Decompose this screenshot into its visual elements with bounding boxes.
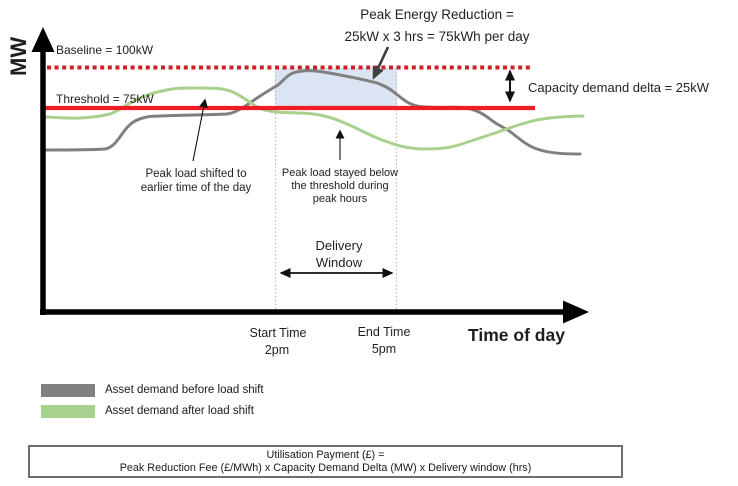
peak-energy-annotation-line1: Peak Energy Reduction = bbox=[360, 7, 514, 22]
x-axis-arrowhead-icon bbox=[563, 300, 589, 324]
formula-line2: Peak Reduction Fee (£/MWh) x Capacity De… bbox=[119, 461, 532, 474]
stay-annotation-line3: peak hours bbox=[313, 193, 368, 205]
legend-item-before: Asset demand before load shift bbox=[41, 384, 264, 397]
y-axis-arrowhead-icon bbox=[31, 27, 55, 52]
end-time-label: End Time bbox=[358, 325, 411, 339]
formula-line1: Utilisation Payment (£) = bbox=[266, 449, 385, 461]
delivery-window-line2: Window bbox=[316, 255, 363, 270]
legend-item-after: Asset demand after load shift bbox=[41, 405, 264, 418]
capacity-delta-label: Capacity demand delta = 25kW bbox=[528, 80, 710, 95]
threshold-label: Threshold = 75kW bbox=[56, 92, 154, 106]
stay-annotation-line2: the threshold during bbox=[291, 180, 388, 192]
legend-label-before: Asset demand before load shift bbox=[105, 384, 264, 396]
baseline-label: Baseline = 100kW bbox=[56, 43, 154, 57]
shift-annotation-line2: earlier time of the day bbox=[141, 182, 252, 194]
after-load-shift-swatch bbox=[41, 405, 95, 418]
peak-energy-annotation-line2: 25kW x 3 hrs = 75kWh per day bbox=[345, 29, 530, 44]
shift-annotation-line1: Peak load shifted to bbox=[145, 168, 246, 180]
legend-label-after: Asset demand after load shift bbox=[105, 405, 254, 417]
legend: Asset demand before load shift Asset dem… bbox=[41, 384, 264, 426]
peak-energy-arrow-icon bbox=[372, 46, 390, 80]
start-time-value: 2pm bbox=[265, 343, 289, 357]
stay-annotation-line1: Peak load stayed below bbox=[282, 167, 398, 179]
y-axis-label: MW bbox=[6, 37, 31, 76]
x-axis-label: Time of day bbox=[468, 325, 565, 345]
chart-canvas: MW Time of day Baseline = 100kW Threshol… bbox=[6, 7, 710, 357]
before-load-shift-curve bbox=[44, 69, 582, 156]
shift-annotation-arrow-icon bbox=[192, 98, 208, 162]
after-load-shift-curve bbox=[44, 86, 585, 151]
before-load-shift-swatch bbox=[41, 384, 95, 397]
end-time-value: 5pm bbox=[372, 342, 396, 356]
utilisation-payment-formula-box: Utilisation Payment (£) = Peak Reduction… bbox=[28, 445, 623, 478]
delivery-window-line1: Delivery bbox=[316, 238, 363, 253]
start-time-label: Start Time bbox=[250, 326, 307, 340]
